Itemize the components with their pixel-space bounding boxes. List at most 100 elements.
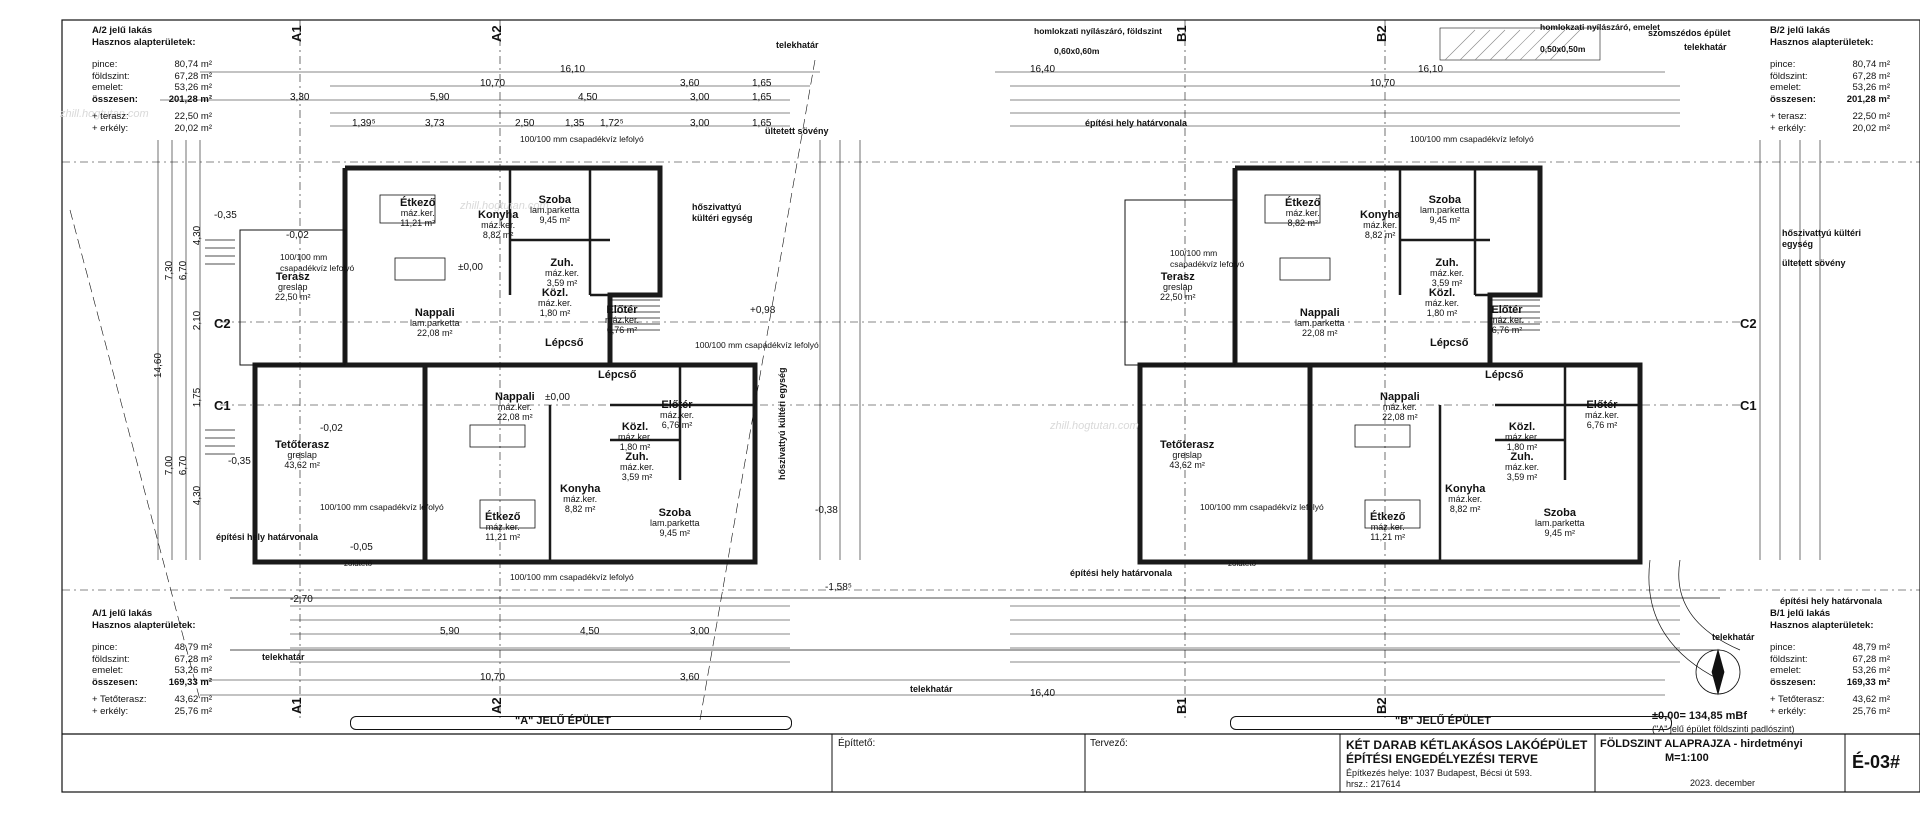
dim-bottom-e: 3,00 (690, 626, 710, 637)
dim-side-e: 1,75 (192, 387, 204, 408)
elev-marker: -0,02 (286, 230, 309, 241)
drawing-date: 2023. december (1690, 778, 1756, 788)
annot-homlokzati-1: homlokzati nyílászáró, földszint (1034, 26, 1162, 36)
area-subtitle: Hasznos alapterületek: (92, 36, 196, 48)
dim-row2-e: 1,65 (752, 92, 772, 103)
project-title-line1: KÉT DARAB KÉTLAKÁSOS LAKÓÉPÜLET (1346, 738, 1588, 752)
north-arrow (1695, 648, 1741, 696)
annot-csapadek: 100/100 mm csapadékvíz lefolyó (1410, 134, 1534, 144)
annot-telekhatar: telekhatár (776, 40, 819, 50)
room-zuh-b2: Zuh.máz.ker.3,59 m² (1430, 257, 1465, 289)
terrace-a2-area (239, 229, 346, 366)
axis-label-c1-right: C1 (1740, 398, 1757, 413)
area-title: A/2 jelű lakás (92, 25, 153, 36)
area-title: B/1 jelű lakás (1770, 608, 1831, 619)
axis-label-b1-bottom: B1 (1174, 697, 1189, 714)
dim-row1-b: 3,60 (680, 78, 700, 89)
watermark: zhill.hogtutan.com (460, 200, 549, 212)
annot-zoldteto: zöldtető (344, 559, 373, 568)
annot-homlokzati-1-size: 0,60x0,60m (1054, 46, 1100, 56)
terrace-b2-area (1124, 199, 1236, 366)
level-reference-note: ("A" jelű épület földszinti padlószint) (1652, 724, 1795, 734)
sheet-border (61, 19, 1920, 793)
axis-label-a2-bottom: A2 (489, 697, 504, 714)
area-title: B/2 jelű lakás (1770, 25, 1831, 36)
dimension-lines-side (157, 140, 1821, 560)
dim-side-d: 2,10 (192, 310, 204, 331)
dimension-lines-top (160, 71, 1680, 127)
annot-ultetett-soveny: ültetett sövény (1782, 258, 1846, 268)
dim-row3-d: 1,35 (565, 118, 585, 129)
elev-marker: -1,58⁵ (825, 582, 852, 593)
dim-top-mid: 16,40 (1030, 64, 1056, 75)
annot-epitesi-hely: építési hely határvonala (1780, 596, 1883, 606)
dim-row1-c: 1,65 (752, 78, 772, 89)
dim-bottom-b: 3,60 (680, 672, 700, 683)
annot-epitesi-hely: építési hely határvonala (1085, 118, 1188, 128)
dim-row3-c: 2,50 (515, 118, 535, 129)
elev-marker: -0,35 (228, 456, 251, 467)
dim-top-total-b: 16,10 (1418, 64, 1444, 75)
annot-telekhatar: telekhatár (262, 652, 305, 662)
dim-side-g: 7,00 (164, 455, 176, 476)
axis-label-c2-right: C2 (1740, 316, 1757, 331)
axis-label-a2: A2 (489, 25, 504, 42)
annot-csapadek: 100/100 mm csapadékvíz lefolyó (510, 572, 634, 582)
building-a-label: "A" JELŰ ÉPÜLET (515, 715, 611, 727)
building-a-inner-walls (508, 168, 755, 562)
elev-marker: -2,70 (290, 594, 313, 605)
area-block-b2: B/2 jelű lakás Hasznos alapterületek: pi… (1770, 25, 1890, 134)
dim-bottom-d: 4,50 (580, 626, 600, 637)
area-subtitle: Hasznos alapterületek: (1770, 36, 1874, 48)
dim-row3-a: 1,39⁵ (352, 118, 376, 129)
title-block-grid (831, 734, 1846, 792)
annot-homlokzati-2: homlokzati nyílászáró, emelet (1540, 22, 1660, 32)
annot-csapadek: 100/100 mm csapadékvíz lefolyó (280, 252, 355, 273)
annot-hoszivattyu: hőszivattyú kültéri egység (777, 367, 787, 480)
dim-bottom-a: 10,70 (480, 672, 506, 683)
furniture (379, 194, 1421, 529)
annot-csapadek: 100/100 mm csapadékvíz lefolyó (520, 134, 644, 144)
area-block-b1: B/1 jelű lakás Hasznos alapterületek: pi… (1770, 608, 1890, 717)
area-title: A/1 jelű lakás (92, 608, 153, 619)
annot-telekhatar: telekhatár (1684, 42, 1727, 52)
axis-label-b1: B1 (1174, 25, 1189, 42)
area-subtitle: Hasznos alapterületek: (92, 619, 196, 631)
dim-row3-e: 1,72⁵ (600, 118, 624, 129)
area-block-a2: A/2 jelű lakás Hasznos alapterületek: pi… (92, 25, 212, 134)
annot-csapadek: 100/100 mm csapadékvíz lefolyó (695, 340, 819, 350)
axis-label-c2: C2 (214, 316, 231, 331)
plot-boundary (69, 59, 816, 721)
driveway (230, 559, 1741, 681)
dim-side-b: 6,70 (178, 260, 190, 281)
dim-row2-d: 3,00 (690, 92, 710, 103)
project-location: Építkezés helye: 1037 Budapest, Bécsi út… (1346, 768, 1533, 778)
axis-label-c1: C1 (214, 398, 231, 413)
annot-csapadek: 100/100 mm csapadékvíz lefolyó (320, 502, 444, 512)
dim-bottom-mid: 16,40 (1030, 688, 1056, 699)
annot-hoszivattyu: hőszivattyú kültéri egység (1782, 228, 1862, 249)
building-b-label: "B" JELŰ ÉPÜLET (1395, 715, 1491, 727)
dim-row3-g: 3,00 (690, 118, 710, 129)
elev-marker: -0,38 (815, 505, 838, 516)
neighbor-building-hatch (1439, 27, 1601, 61)
annot-telekhatar: telekhatár (910, 684, 953, 694)
drawing-title: FÖLDSZINT ALAPRAJZA - hirdetményi (1600, 738, 1803, 750)
elev-marker: -0,02 (320, 423, 343, 434)
elev-marker: +0,98 (750, 305, 776, 316)
room-zuh-a1: Zuh.máz.ker.3,59 m² (620, 451, 655, 483)
dim-side-a: 7,30 (164, 260, 176, 281)
